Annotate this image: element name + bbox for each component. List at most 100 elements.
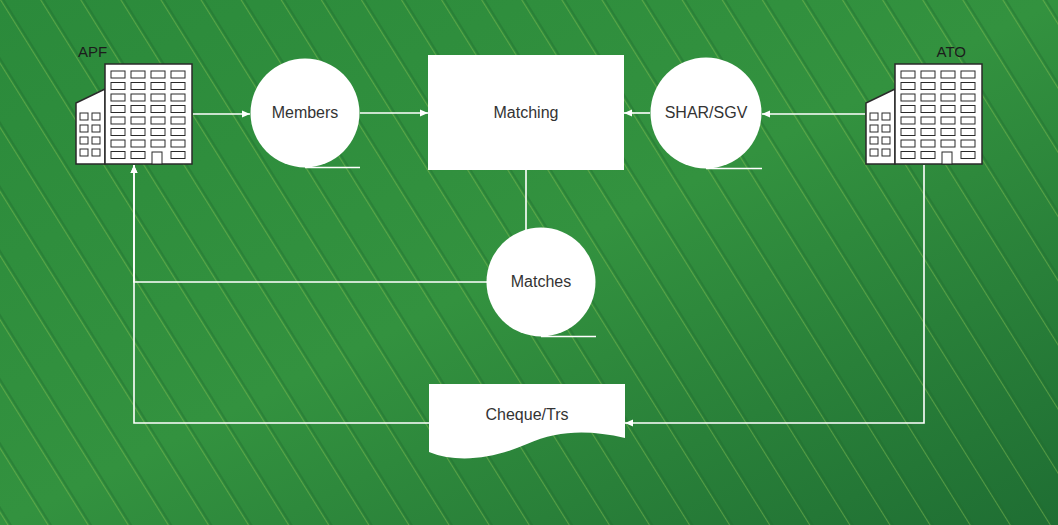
building-window xyxy=(941,140,955,147)
building-window xyxy=(921,140,935,147)
building-window xyxy=(131,129,145,136)
building-window xyxy=(92,125,100,132)
building-door xyxy=(152,152,162,164)
building-window xyxy=(870,149,878,156)
building-window xyxy=(92,137,100,144)
building-window xyxy=(941,117,955,124)
building-window xyxy=(131,117,145,124)
building-window xyxy=(111,152,125,159)
building-window xyxy=(901,140,915,147)
store-circle xyxy=(251,59,360,168)
building-window xyxy=(921,117,935,124)
building-window xyxy=(131,140,145,147)
building-window xyxy=(941,94,955,101)
building-window xyxy=(941,71,955,78)
store-circle xyxy=(487,228,596,337)
document-shape: Cheque/Trs xyxy=(429,384,625,462)
store-underline xyxy=(305,167,360,169)
building-window xyxy=(961,94,975,101)
building-window xyxy=(92,113,100,120)
building-window xyxy=(131,152,145,159)
data-store-circle: Members xyxy=(250,58,360,168)
data-store-circle: SHAR/SGV xyxy=(650,57,762,169)
building-window xyxy=(882,113,890,120)
building-window xyxy=(961,140,975,147)
building-window xyxy=(171,152,185,159)
building-window xyxy=(171,94,185,101)
building-window xyxy=(171,117,185,124)
building-window xyxy=(901,106,915,113)
building-window xyxy=(80,137,88,144)
building-window xyxy=(171,106,185,113)
building-window xyxy=(92,149,100,156)
building-door xyxy=(942,152,952,164)
building-window xyxy=(921,83,935,90)
node-label: Matches xyxy=(511,272,571,292)
building-window xyxy=(961,71,975,78)
building-window xyxy=(882,125,890,132)
building-window xyxy=(921,152,935,159)
flow-arrow xyxy=(134,165,429,423)
building-window xyxy=(171,129,185,136)
store-underline xyxy=(541,336,596,338)
node-label: APF xyxy=(72,42,196,62)
building-icon xyxy=(865,63,983,165)
store-underline xyxy=(706,168,762,170)
process-box: Matching xyxy=(428,55,624,170)
node-label: Matching xyxy=(494,103,559,123)
building-window xyxy=(151,140,165,147)
flow-arrow xyxy=(193,113,250,115)
building-window xyxy=(941,129,955,136)
building-window xyxy=(80,113,88,120)
building-window xyxy=(131,71,145,78)
building-window xyxy=(111,129,125,136)
store-circle xyxy=(651,58,762,169)
building-window xyxy=(882,149,890,156)
building-window xyxy=(961,83,975,90)
building-window xyxy=(151,106,165,113)
building-window xyxy=(111,106,125,113)
building-window xyxy=(921,106,935,113)
building-wing xyxy=(866,89,895,164)
building-window xyxy=(131,94,145,101)
building-window xyxy=(870,137,878,144)
building-window xyxy=(111,117,125,124)
building-window xyxy=(901,117,915,124)
building-window xyxy=(901,94,915,101)
building-window xyxy=(941,83,955,90)
building-window xyxy=(171,83,185,90)
data-store-circle: Matches xyxy=(486,227,596,337)
building-window xyxy=(961,129,975,136)
building-window xyxy=(961,117,975,124)
flow-arrow xyxy=(625,165,924,423)
organisation-building: APF xyxy=(72,42,196,165)
building-window xyxy=(870,113,878,120)
node-label: SHAR/SGV xyxy=(665,103,748,123)
building-window xyxy=(921,129,935,136)
building-window xyxy=(901,83,915,90)
building-icon xyxy=(75,63,193,165)
node-label: Cheque/Trs xyxy=(486,405,569,425)
building-window xyxy=(151,129,165,136)
building-window xyxy=(80,125,88,132)
building-wing xyxy=(76,89,105,164)
building-window xyxy=(901,129,915,136)
building-window xyxy=(80,149,88,156)
organisation-building: ATO xyxy=(862,42,986,165)
building-window xyxy=(151,71,165,78)
flow-arrow xyxy=(762,113,865,115)
building-window xyxy=(961,106,975,113)
document-body xyxy=(429,384,625,458)
node-label: Members xyxy=(272,103,339,123)
building-window xyxy=(921,94,935,101)
building-window xyxy=(171,140,185,147)
building-window xyxy=(171,71,185,78)
building-window xyxy=(131,83,145,90)
building-window xyxy=(111,140,125,147)
building-window xyxy=(111,71,125,78)
building-window xyxy=(901,152,915,159)
building-window xyxy=(151,83,165,90)
building-window xyxy=(870,125,878,132)
